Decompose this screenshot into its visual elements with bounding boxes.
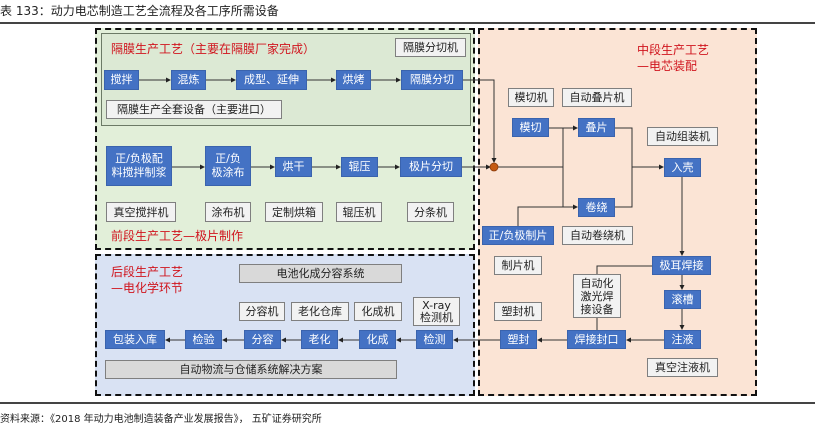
connector <box>596 265 652 274</box>
step-mixing: 混炼 <box>171 70 206 90</box>
step-wind: 卷绕 <box>578 198 615 217</box>
step-slurry-mixing: 正/负极配 料搅拌制浆 <box>106 146 172 186</box>
separator-title: 隔膜生产工艺（主要在隔膜厂家完成） <box>111 42 316 56</box>
step-plastic-seal: 塑封 <box>500 330 537 349</box>
equipment-roller-press: 辊压机 <box>336 202 382 222</box>
equipment-logistics-solution: 自动物流与仓储系统解决方案 <box>105 360 397 379</box>
connector <box>615 127 633 208</box>
equipment-custom-oven: 定制烘箱 <box>265 202 323 222</box>
step-grooving: 滚槽 <box>664 290 701 309</box>
step-testing: 检测 <box>416 330 453 349</box>
equipment-aging-warehouse: 老化仓库 <box>291 302 349 321</box>
step-stirring: 搅拌 <box>104 70 139 90</box>
step-electrolyte-injection: 注液 <box>664 330 701 349</box>
step-grading: 分容 <box>244 330 281 349</box>
middle-title-line2: —电芯装配 <box>637 59 698 73</box>
equipment-laser-welder: 自动化 激光焊 接设备 <box>573 274 621 318</box>
equipment-electrode-machine: 制片机 <box>494 256 542 275</box>
step-rolling: 辊压 <box>341 157 378 177</box>
equipment-formation-grading-system: 电池化成分容系统 <box>239 264 402 283</box>
equipment-separator-slitter: 隔膜分切机 <box>395 38 466 57</box>
step-formation: 化成 <box>359 330 396 349</box>
step-tab-welding: 极耳焊接 <box>652 256 711 275</box>
equipment-auto-assembler: 自动组装机 <box>647 127 718 146</box>
connector <box>517 206 563 226</box>
equipment-auto-stacker: 自动叠片机 <box>562 88 632 107</box>
middle-title-line1: 中段生产工艺 <box>637 43 710 57</box>
step-electrode-making: 正/负极制片 <box>482 226 554 245</box>
step-die-cut: 模切 <box>512 118 549 137</box>
step-weld-seal: 焊接封口 <box>567 330 626 349</box>
back-title-line2: —电化学环节 <box>111 281 184 295</box>
figure-caption: 表 133：动力电芯制造工艺全流程及各工序所需设备 <box>0 4 279 18</box>
equipment-vacuum-mixer: 真空搅拌机 <box>106 202 176 222</box>
equipment-auto-winder: 自动卷绕机 <box>562 226 633 245</box>
equipment-die-cutter: 模切机 <box>508 88 554 107</box>
step-coating: 正/负 极涂布 <box>205 146 251 186</box>
step-inspection: 检验 <box>185 330 222 349</box>
step-forming: 成型、延伸 <box>236 70 307 90</box>
equipment-plastic-sealer: 塑封机 <box>494 302 542 321</box>
step-drying: 烘干 <box>275 157 312 177</box>
junction-node <box>489 162 499 172</box>
step-packaging: 包装入库 <box>105 330 165 349</box>
equipment-slitter: 分条机 <box>407 202 454 222</box>
step-aging: 老化 <box>301 330 338 349</box>
back-title-line1: 后段生产工艺 <box>111 265 184 279</box>
step-separator-cutting: 隔膜分切 <box>401 70 463 90</box>
step-baking: 烘烤 <box>336 70 371 90</box>
source-note: 资料来源：《2018 年动力电池制造装备产业发展报告》， 五矿证券研究所 <box>0 414 322 425</box>
step-electrode-slitting: 极片分切 <box>400 157 462 177</box>
equipment-separator-full-set: 隔膜生产全套设备（主要进口） <box>106 100 282 119</box>
equipment-xray-inspector: X-ray 检测机 <box>413 297 460 326</box>
top-rule <box>0 22 815 24</box>
connector <box>463 79 497 163</box>
bottom-rule <box>0 402 815 404</box>
step-stack: 叠片 <box>578 118 615 137</box>
equipment-grading-machine: 分容机 <box>239 302 285 321</box>
equipment-formation-machine: 化成机 <box>354 302 402 321</box>
step-casing: 入壳 <box>664 158 701 177</box>
front-title: 前段生产工艺—极片制作 <box>111 229 244 243</box>
equipment-coater: 涂布机 <box>205 202 251 222</box>
equipment-vacuum-injector: 真空注液机 <box>647 358 718 377</box>
